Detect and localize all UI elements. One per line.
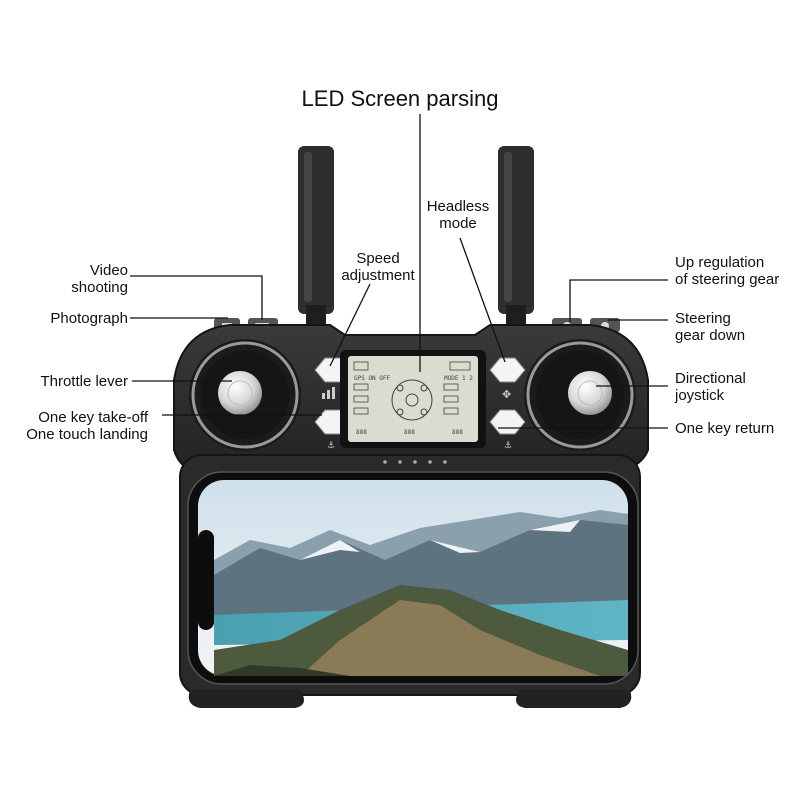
label-directional-line-2: joystick — [675, 387, 725, 404]
directional-joystick — [524, 339, 636, 451]
indicator-dots — [383, 460, 447, 464]
label-throttle-lever: Throttle lever — [40, 373, 128, 390]
label-directional-joystick: Directional joystick — [675, 370, 746, 404]
label-upreg-line-2: of steering gear — [675, 271, 780, 288]
lcd-gps-text: GPS ON OFF — [354, 375, 391, 382]
label-photograph: Photograph — [50, 310, 128, 327]
label-upreg-line-1: Up regulation — [675, 254, 765, 271]
label-takeoff-line-1: One key take-off — [38, 409, 148, 426]
label-up-regulation: Up regulation of steering gear — [675, 254, 779, 288]
diagram-title: LED Screen parsing — [301, 86, 499, 111]
lcd-digits-1: 888 — [356, 429, 367, 436]
svg-text:✥: ✥ — [502, 388, 511, 401]
label-takeoff-line-2: One touch landing — [26, 426, 148, 443]
svg-text:⚓: ⚓ — [327, 441, 335, 451]
lcd-mode-text: MODE 1 2 — [444, 375, 473, 382]
label-speed-line-1: Speed — [356, 250, 400, 267]
label-speed-adjustment: Speed adjustment — [338, 250, 418, 284]
label-headless-line-2: mode — [439, 215, 477, 232]
label-video-shooting: Video shooting — [71, 262, 128, 296]
label-geardown-line-1: Steering — [675, 310, 731, 327]
leader-headless — [459, 237, 506, 363]
label-headless-mode: Headless mode — [418, 198, 498, 232]
label-directional-line-1: Directional — [675, 370, 746, 387]
leader-video — [130, 275, 263, 320]
lcd-digits-3: 888 — [452, 429, 463, 436]
lcd-digits-2: 888 — [404, 429, 415, 436]
leader-speed — [329, 283, 371, 367]
label-video-line-1: Video — [89, 262, 128, 279]
label-one-key-return: One key return — [675, 420, 775, 437]
label-speed-line-2: adjustment — [341, 267, 415, 284]
throttle-joystick — [189, 339, 301, 451]
label-geardown-line-2: gear down — [675, 327, 746, 344]
smartphone — [187, 471, 639, 685]
svg-text:⚓: ⚓ — [504, 441, 512, 451]
leader-upreg — [569, 279, 668, 322]
lcd-screen: GPS ON OFF MODE 1 2 888 888 888 — [340, 350, 486, 448]
label-headless-line-1: Headless — [426, 198, 490, 215]
label-steering-gear-down: Steering gear down — [675, 310, 745, 344]
label-one-key-takeoff: One key take-off One touch landing — [26, 409, 148, 443]
label-video-line-2: shooting — [71, 279, 128, 296]
hex-button-headless — [489, 357, 526, 383]
